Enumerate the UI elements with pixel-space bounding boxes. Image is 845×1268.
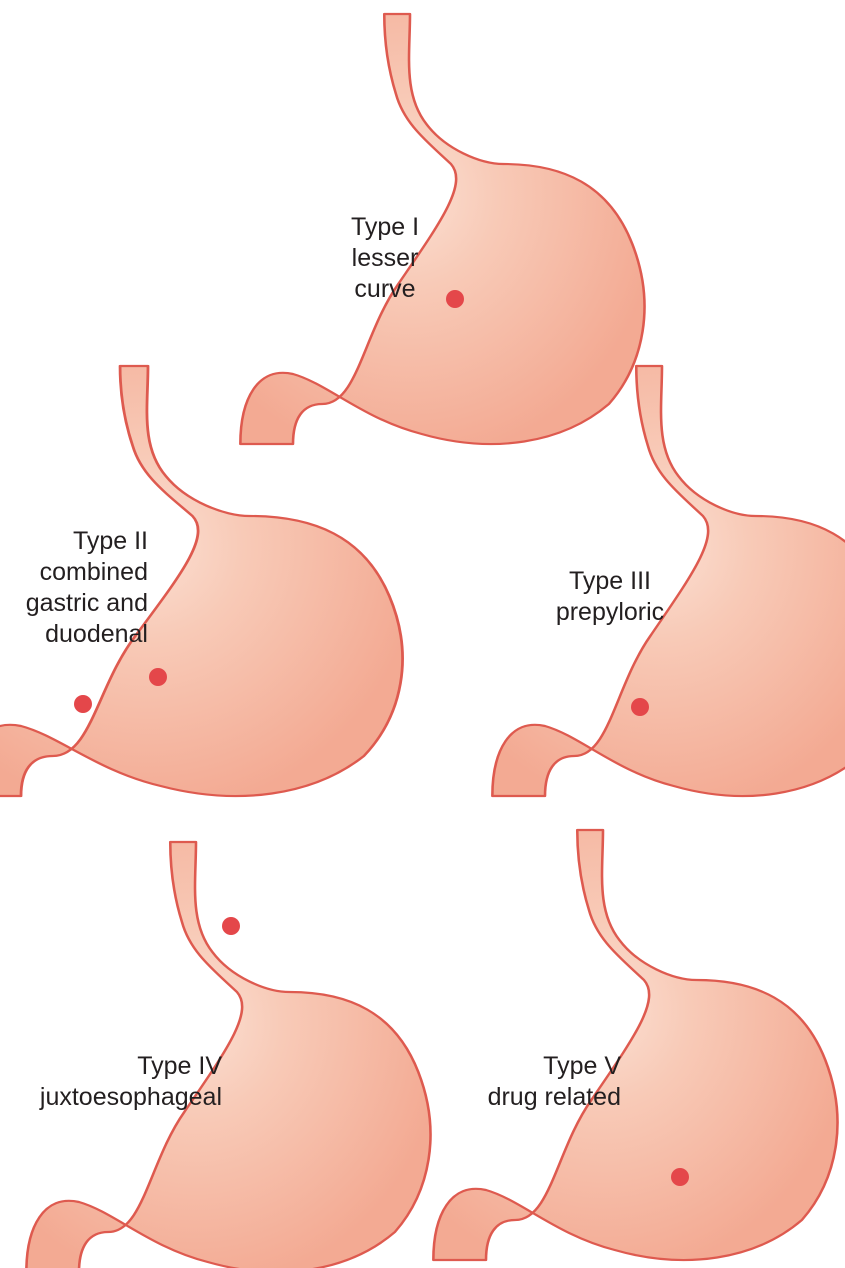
- ulcer-dot-type-4: [222, 917, 240, 935]
- label-type-2: Type II combined gastric and duodenal: [0, 526, 148, 650]
- label-type-2-line-1: Type II: [0, 526, 148, 557]
- label-type-3-line-2: prepyloric: [545, 597, 675, 628]
- ulcer-dot-type-3: [631, 698, 649, 716]
- label-type-1-line-2: lesser: [330, 243, 440, 274]
- ulcer-dot-type-5: [671, 1168, 689, 1186]
- label-type-1-line-3: curve: [330, 274, 440, 305]
- label-type-3: Type III prepyloric: [545, 566, 675, 628]
- label-type-5-line-2: drug related: [455, 1082, 621, 1113]
- label-type-1: Type I lesser curve: [330, 212, 440, 305]
- label-type-2-line-2: combined: [0, 557, 148, 588]
- label-type-4-line-1: Type IV: [0, 1051, 222, 1082]
- stomach-type-1: [240, 14, 644, 444]
- label-type-3-line-1: Type III: [545, 566, 675, 597]
- label-type-5-line-1: Type V: [455, 1051, 621, 1082]
- ulcer-dot-type-1: [446, 290, 464, 308]
- label-type-2-line-4: duodenal: [0, 619, 148, 650]
- label-type-2-line-3: gastric and: [0, 588, 148, 619]
- label-type-4: Type IV juxtoesophageal: [0, 1051, 222, 1113]
- label-type-5: Type V drug related: [455, 1051, 621, 1113]
- stomach-type-5: [433, 830, 837, 1260]
- label-type-1-line-1: Type I: [330, 212, 440, 243]
- label-type-4-line-2: juxtoesophageal: [0, 1082, 222, 1113]
- ulcer-dot-type-2-gastric: [149, 668, 167, 686]
- ulcer-dot-type-2-duodenal: [74, 695, 92, 713]
